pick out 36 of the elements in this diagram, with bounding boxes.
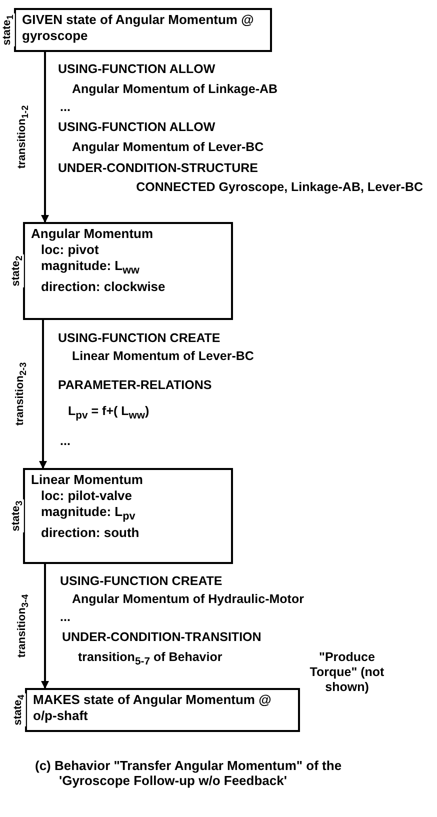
transition-text: "Produce Torque" (not shown): [308, 650, 386, 695]
arrow: [41, 564, 49, 689]
state-box: [25, 688, 300, 732]
state-attribute: direction: south: [40, 524, 140, 541]
arrow: [41, 52, 49, 223]
transition-text: transition$_{5-7}$ of Behavior: [78, 650, 224, 670]
state-attribute: loc: pilot-valve: [40, 488, 134, 504]
state-heading: Linear Momentum: [31, 472, 144, 488]
state-heading: MAKES state of Angular Momentum @ o/p-shaft: [33, 692, 272, 724]
transition-text: Angular Momentum of Linkage-AB: [72, 82, 279, 97]
transition-text: ...: [60, 610, 72, 625]
transition-text: Angular Momentum of Lever-BC: [72, 140, 265, 155]
transition-text: USING-FUNCTION ALLOW: [58, 120, 216, 135]
transition-text: L$_{pv}$ = f+( L$_{ww}$): [68, 404, 150, 424]
transition-text: CONNECTED Gyroscope, Linkage-AB, Lever-BC: [135, 180, 423, 195]
state-box: [23, 222, 233, 320]
state-heading: GIVEN state of Angular Momentum @ gyroscope: [22, 12, 255, 44]
transition-text: USING-FUNCTION CREATE: [60, 574, 224, 589]
transition-text: UNDER-CONDITION-TRANSITION: [62, 630, 262, 645]
state-attribute: direction: clockwise: [40, 278, 166, 295]
transition-text: Linear Momentum of Lever-BC: [72, 349, 255, 364]
transition-text: ...: [60, 100, 72, 115]
state-attribute: magnitude: L$_{pv}$: [40, 504, 136, 525]
state-heading: Angular Momentum: [31, 226, 154, 242]
state-box: [23, 468, 233, 564]
arrow: [39, 320, 47, 469]
state-attribute: magnitude: L$_{ww}$: [40, 258, 140, 279]
transition-text: USING-FUNCTION CREATE: [58, 331, 222, 346]
state-attribute: loc: pivot: [40, 242, 100, 258]
caption: (c) Behavior "Transfer Angular Momentum" of the 'Gyroscope Follow-up w/o Feedback': [35, 758, 343, 788]
state-box: [14, 8, 272, 52]
transition-text: ...: [60, 434, 72, 449]
transition-text: USING-FUNCTION ALLOW: [58, 62, 216, 77]
transition-text: UNDER-CONDITION-STRUCTURE: [58, 161, 259, 176]
transition-text: Angular Momentum of Hydraulic-Motor: [72, 592, 305, 607]
transition-text: PARAMETER-RELATIONS: [58, 378, 213, 393]
